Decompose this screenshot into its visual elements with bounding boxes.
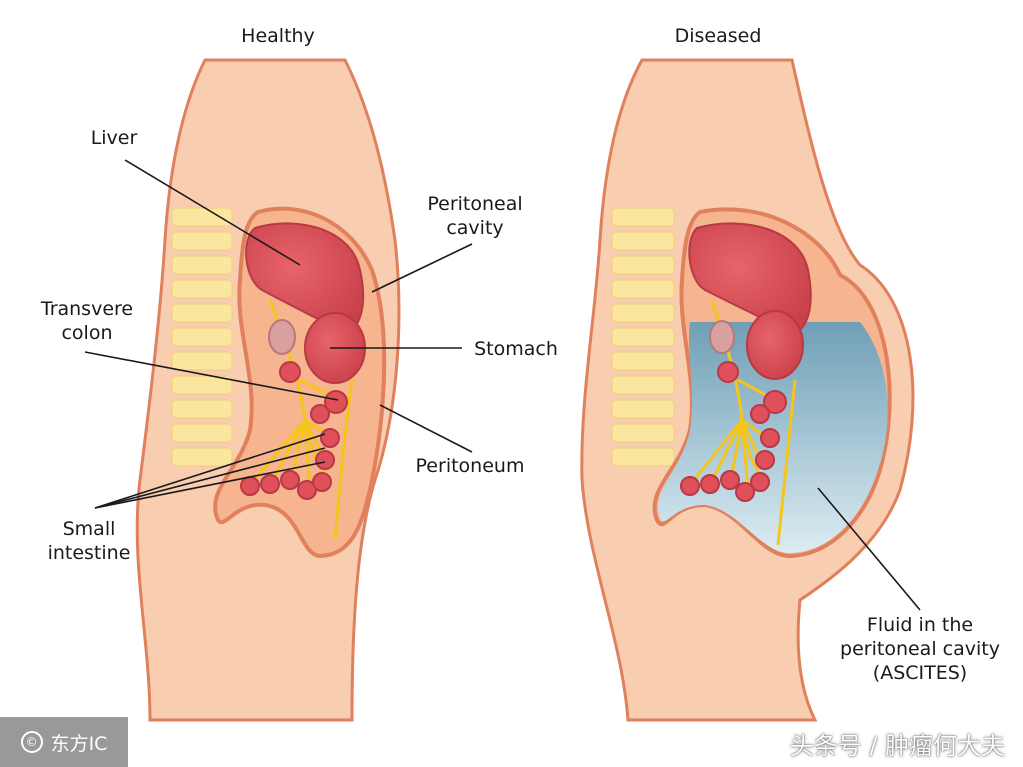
liver-label: Liver (90, 127, 138, 149)
diseased-small-intestine (680, 361, 787, 502)
diseased-title: Diseased (674, 25, 762, 47)
small-intestine-line-2: intestine (47, 542, 131, 564)
peritoneal-cavity-line-2: cavity (446, 217, 504, 239)
fluid-line-1: Fluid in the (866, 614, 974, 636)
peritoneal-cavity-label: Peritoneal cavity (420, 192, 530, 240)
fluid-line-3: (ASCITES) (872, 662, 968, 684)
watermark-left-text: 东方IC (50, 732, 108, 755)
small-intestine-leader-2 (94, 447, 326, 509)
fluid-line-2: peritoneal cavity (840, 638, 1000, 660)
small-intestine-label: Small intestine (44, 517, 134, 565)
liver-leader (124, 159, 301, 266)
peritoneum-label: Peritoneum (415, 455, 525, 477)
small-intestine-line-1: Small (62, 518, 116, 540)
diseased-stomach (746, 310, 804, 380)
healthy-spine (171, 207, 233, 467)
peritoneal-cavity-leader (371, 243, 473, 293)
small-intestine-leader-3 (94, 461, 326, 509)
diseased-body (580, 58, 915, 722)
healthy-body (135, 58, 401, 722)
transverse-colon-leader (84, 351, 339, 401)
peritoneum-leader (379, 404, 473, 453)
fluid-label: Fluid in the peritoneal cavity (ASCITES) (830, 613, 1010, 685)
leader-lines (84, 159, 921, 611)
peritoneal-cavity-line-1: Peritoneal (427, 193, 523, 215)
small-intestine-leader-1 (94, 433, 326, 509)
watermark-left: © 东方IC (0, 717, 128, 767)
fluid-leader (817, 487, 921, 611)
stomach-label: Stomach (474, 338, 558, 360)
transverse-colon-line-1: Transvere (40, 298, 134, 320)
transverse-colon-label: Transvere colon (36, 297, 138, 345)
healthy-small-intestine (240, 361, 348, 500)
diseased-spine (611, 207, 675, 467)
healthy-title: Healthy (241, 25, 315, 47)
copyright-icon: © (20, 731, 43, 753)
watermark-right: 头条号 / 肿瘤何大夫 (789, 732, 1005, 760)
transverse-colon-line-2: colon (61, 322, 113, 344)
